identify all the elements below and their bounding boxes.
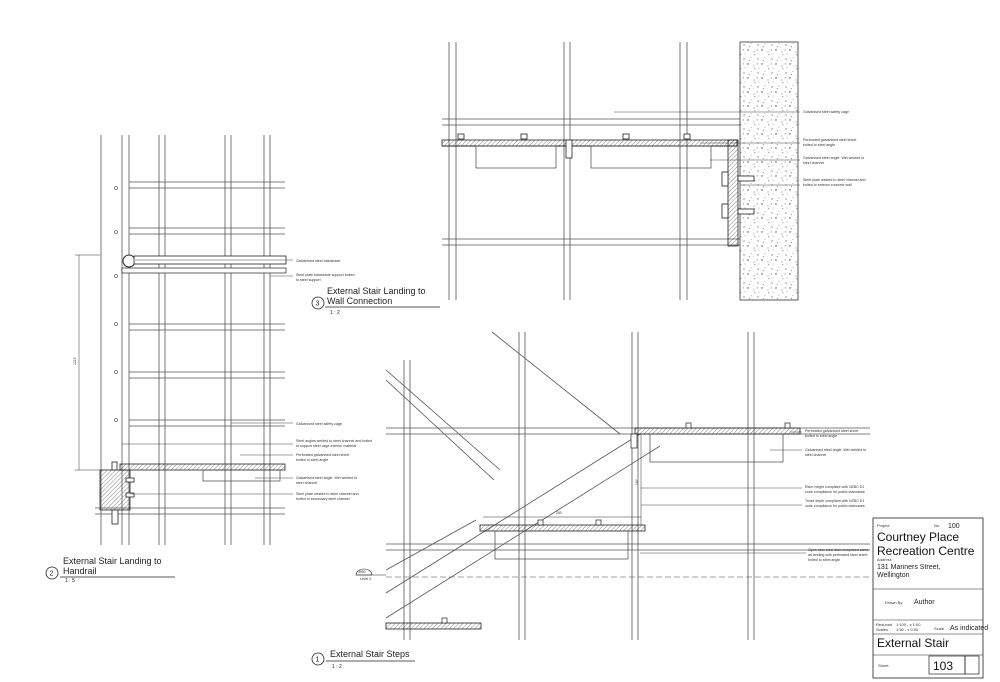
view-2-number: 2: [50, 571, 54, 578]
note-st-11: bolted to steel angle: [808, 558, 840, 562]
view-1-scale: 1 : 2: [332, 664, 342, 670]
view-2-title-1: External Stair Landing to: [63, 556, 162, 566]
note-st-4: steel channel: [805, 453, 826, 457]
view-landing-handrail: 1215 Galvanised steel balustrade Steel p…: [45, 135, 372, 584]
view-3-title-2: Wall Connection: [327, 296, 392, 306]
note-hr-5: Steel angles welded to steel channel and…: [296, 439, 372, 443]
level-tag-elev: 3950: [358, 570, 366, 574]
tb-reduced-label: Reduced: [876, 622, 892, 627]
tb-sheet-number: 103: [933, 659, 953, 673]
note-wall-5: steel channel: [803, 161, 824, 165]
view-2-title-2: Handrail: [63, 566, 97, 576]
tb-address-1: 131 Manners Street,: [877, 564, 940, 571]
note-hr-12: bolted to secondary steel channel: [296, 497, 350, 501]
tb-drawn-by: Author: [914, 599, 935, 606]
view-landing-wall-connection: Galvanised steel safety cage Perforated …: [311, 41, 866, 316]
level-tag-name: Level 3: [360, 577, 371, 581]
note-st-8: code compliance for public staircases: [805, 504, 865, 508]
view-3-title-1: External Stair Landing to: [327, 286, 426, 296]
note-st-5: Riser height compliant with NZBC D1: [805, 485, 864, 489]
note-hr-7: Perforated galvanised steel sheet: [296, 453, 349, 457]
note-hr-2: Steel plate balustrade support bolted: [296, 273, 355, 277]
tb-reduced-value: 1:100 - x 1:00: [896, 622, 921, 627]
view-1-number: 1: [316, 657, 320, 664]
note-hr-9: Galvanised steel angle. Wet welded to: [296, 476, 357, 480]
tb-drawn-by-label: Drawn By: [885, 600, 902, 605]
note-st-6: code compliance for public staircases: [805, 490, 865, 494]
tb-project-name-1: Courtney Place: [877, 530, 959, 544]
dim-1215: 1215: [73, 357, 77, 365]
note-st-3: Galvanised steel angle. Wet welded to: [805, 448, 866, 452]
tb-address-2: Wellington: [877, 572, 910, 579]
note-st-9: Open riser steel stair comprised same: [808, 548, 869, 552]
tb-no-label: No.: [934, 523, 940, 528]
note-wall-4: Galvanised steel angle. Wet welded to: [803, 156, 864, 160]
tb-project-label: Project: [877, 523, 890, 528]
dim-riser: 167: [635, 479, 639, 485]
tb-address-label: Address: [877, 557, 892, 562]
note-st-7: Tread depth compliant with NZBC D1: [805, 499, 864, 503]
tb-scales-label: Scales: [876, 627, 888, 632]
title-block: Project No. 100 Courtney Place Recreatio…: [872, 517, 988, 679]
note-wall-1: Galvanised steel safety cage: [803, 110, 849, 114]
view-3-number: 3: [316, 301, 320, 308]
note-st-1: Perforated galvanised steel sheet: [805, 429, 858, 433]
note-wall-7: bolted to exterior concrete wall: [803, 183, 852, 187]
note-hr-10: steel channel: [296, 481, 317, 485]
note-hr-1: Galvanised steel balustrade: [296, 259, 340, 263]
tb-scale-value: As indicated: [950, 625, 988, 632]
tb-scale-label: Scale: [934, 626, 945, 631]
view-1-title: External Stair Steps: [330, 649, 410, 659]
note-wall-6: Steel plate welded to steel channel and: [803, 178, 866, 182]
note-hr-4: Galvanised steel safety cage: [296, 422, 342, 426]
view-stair-steps: 167 250 3950 Level 3 Perforated galvanis…: [311, 331, 870, 670]
tb-sheet-label: Sheet: [878, 663, 889, 668]
tb-sheet-title: External Stair: [877, 636, 949, 650]
tb-scales-value: 1:50 - x 0.50: [896, 627, 919, 632]
note-hr-3: to steel support: [296, 278, 321, 282]
note-hr-8: bolted to steel angle: [296, 458, 328, 462]
note-st-2: bolted to steel angle: [805, 434, 837, 438]
note-hr-6: to support steel cage exterior material: [296, 444, 356, 448]
tb-project-name-2: Recreation Centre: [877, 544, 975, 558]
note-st-10: as landing with perforated steel sheet: [808, 553, 868, 557]
tb-no-value: 100: [948, 523, 960, 530]
note-hr-11: Steel plate welded to steel channel and: [296, 492, 359, 496]
dim-tread: 250: [556, 511, 562, 515]
view-2-scale: 1 : 5: [65, 578, 75, 584]
concrete-wall: [739, 41, 799, 301]
note-wall-3: bolted to steel angle: [803, 143, 835, 147]
note-wall-2: Perforated galvanised steel sheet: [803, 138, 856, 142]
view-3-scale: 1 : 2: [330, 310, 340, 316]
